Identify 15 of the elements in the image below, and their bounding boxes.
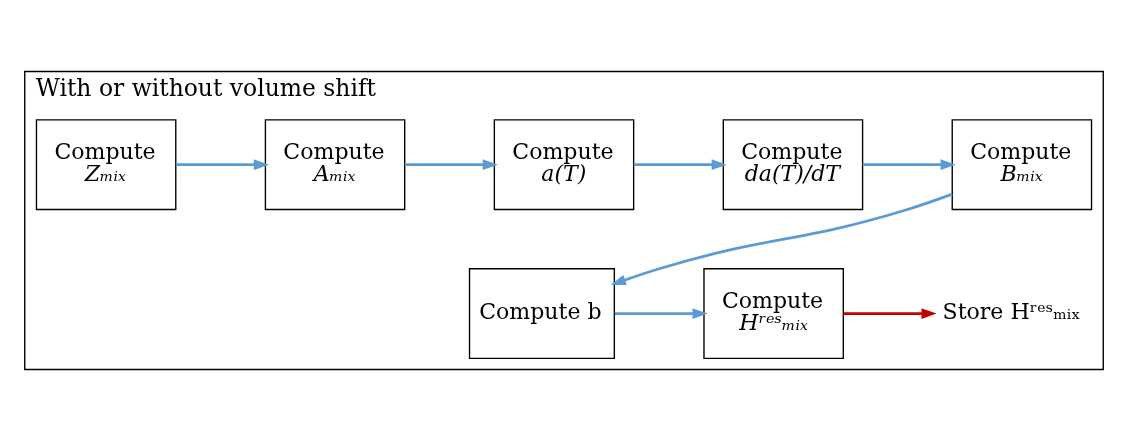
node-box: Compute b: [468, 267, 616, 359]
node-text: Store Hʳᵉˢₘᵢₓ: [942, 298, 1081, 324]
arrow: [633, 158, 727, 170]
node-box: Compute Aₘᵢₓ: [264, 118, 406, 210]
arrow: [862, 158, 956, 170]
arrow: [610, 192, 953, 285]
node-box: Compute da(T)/dT: [722, 118, 864, 210]
arrow: [404, 158, 498, 170]
node-box: Compute Hʳᵉˢₘᵢₓ: [703, 267, 844, 359]
node-box: Compute Zₘᵢₓ: [35, 118, 177, 210]
arrow: [175, 158, 269, 170]
node-box: Compute Bₘᵢₓ: [951, 118, 1093, 210]
arrow: [614, 307, 708, 319]
node-box: Compute a(T): [493, 118, 635, 210]
arrow: [843, 307, 937, 319]
